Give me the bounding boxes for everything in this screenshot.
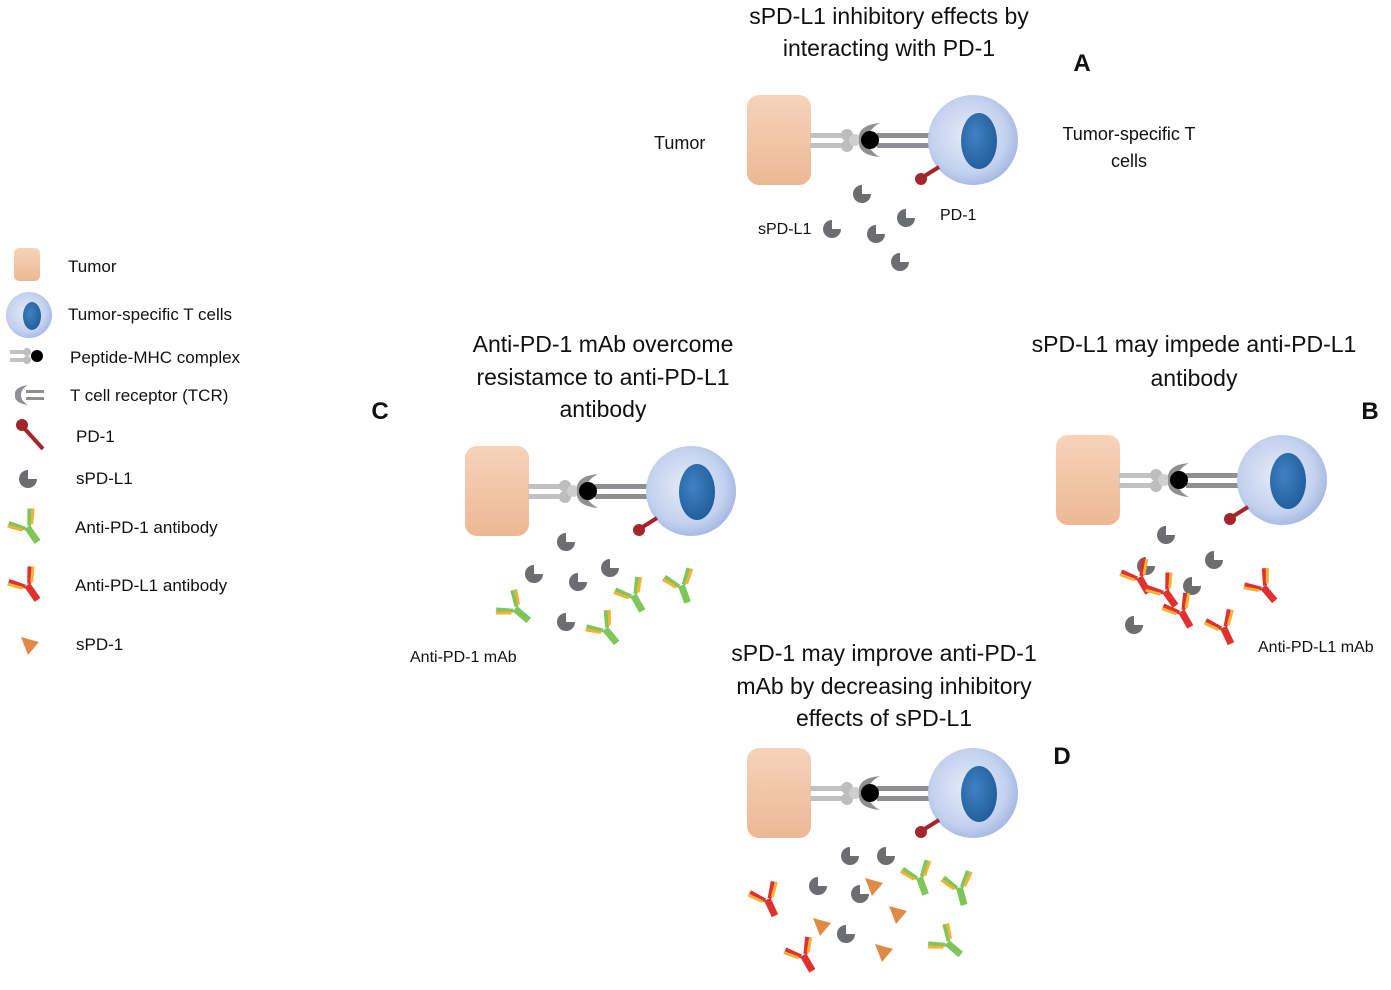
panel-d-cell-assembly xyxy=(745,746,1020,840)
pd1-icon xyxy=(16,419,45,451)
panel-c-title-line1: Anti-PD-1 mAb overcome xyxy=(473,331,734,357)
panel-c-title-line2: resistamce to anti-PD-L1 xyxy=(476,364,729,390)
panel-a-tumor-label: Tumor xyxy=(654,133,705,153)
legend-label-pd1: PD-1 xyxy=(76,427,115,446)
panel-c-title-line3: antibody xyxy=(560,396,647,422)
panel-a-tcell-label-line2: cells xyxy=(1111,151,1147,171)
legend: Tumor Tumor-specific T cells Peptide-MHC… xyxy=(4,248,241,655)
panel-c-mab-label: Anti-PD-1 mAb xyxy=(410,649,517,666)
panel-c-letter: C xyxy=(371,398,388,425)
panel-a: sPD-L1 inhibitory effects by interacting… xyxy=(654,3,1196,271)
panel-d-anti-pd1-antibodies xyxy=(898,857,982,969)
legend-label-anti-pdl1: Anti-PD-L1 antibody xyxy=(75,576,228,595)
panel-d-letter: D xyxy=(1053,743,1070,770)
panel-d: sPD-1 may improve anti-PD-1 mAb by decre… xyxy=(731,640,1071,981)
panel-b-letter: B xyxy=(1361,398,1378,425)
panel-b: sPD-L1 may impede anti-PD-L1 antibody B … xyxy=(1032,331,1379,656)
legend-label-peptide-mhc: Peptide-MHC complex xyxy=(70,348,241,367)
legend-label-anti-pd1: Anti-PD-1 antibody xyxy=(75,518,218,537)
anti-pd1-antibody-icon xyxy=(4,504,53,553)
legend-label-spdl1: sPD-L1 xyxy=(76,469,133,488)
panel-c-cell-assembly xyxy=(463,444,738,538)
spd1-icon xyxy=(21,637,39,655)
panel-a-title-line2: interacting with PD-1 xyxy=(783,35,995,61)
panel-c-anti-pd1-antibodies xyxy=(492,565,705,655)
panel-c: Anti-PD-1 mAb overcome resistamce to ant… xyxy=(371,331,738,666)
panel-a-spdl1-label: sPD-L1 xyxy=(758,221,811,238)
panel-b-mab-label: Anti-PD-L1 mAb xyxy=(1258,639,1374,656)
panel-d-title-line3: effects of sPD-L1 xyxy=(796,705,972,731)
anti-pdl1-antibody-icon xyxy=(4,562,53,611)
legend-label-tumor: Tumor xyxy=(68,257,117,276)
panel-b-cell-assembly xyxy=(1054,433,1329,527)
panel-a-cell-assembly xyxy=(745,93,1020,187)
panel-d-anti-pdl1-antibodies xyxy=(745,878,828,981)
panel-a-pd1-label: PD-1 xyxy=(940,207,977,224)
panel-a-spdl1-particles xyxy=(823,185,915,271)
legend-label-t-cells: Tumor-specific T cells xyxy=(68,305,232,324)
t-cell-icon xyxy=(6,292,52,338)
panel-a-letter: A xyxy=(1073,50,1090,77)
panel-d-title-line2: mAb by decreasing inhibitory xyxy=(736,673,1032,699)
panel-d-title-line1: sPD-1 may improve anti-PD-1 xyxy=(731,640,1036,666)
spdl1-icon xyxy=(19,470,37,488)
panel-b-title-line2: antibody xyxy=(1151,365,1238,391)
panel-a-tcell-label-line1: Tumor-specific T xyxy=(1062,124,1195,144)
panel-a-title-line1: sPD-L1 inhibitory effects by xyxy=(749,3,1029,29)
tumor-icon xyxy=(14,248,40,281)
panel-b-title-line1: sPD-L1 may impede anti-PD-L1 xyxy=(1032,331,1357,357)
legend-label-tcr: T cell receptor (TCR) xyxy=(70,386,228,405)
panel-b-anti-pdl1-antibodies xyxy=(1116,555,1289,653)
peptide-mhc-icon xyxy=(10,348,43,364)
tcr-icon xyxy=(14,385,44,405)
legend-label-spd1: sPD-1 xyxy=(76,635,123,654)
